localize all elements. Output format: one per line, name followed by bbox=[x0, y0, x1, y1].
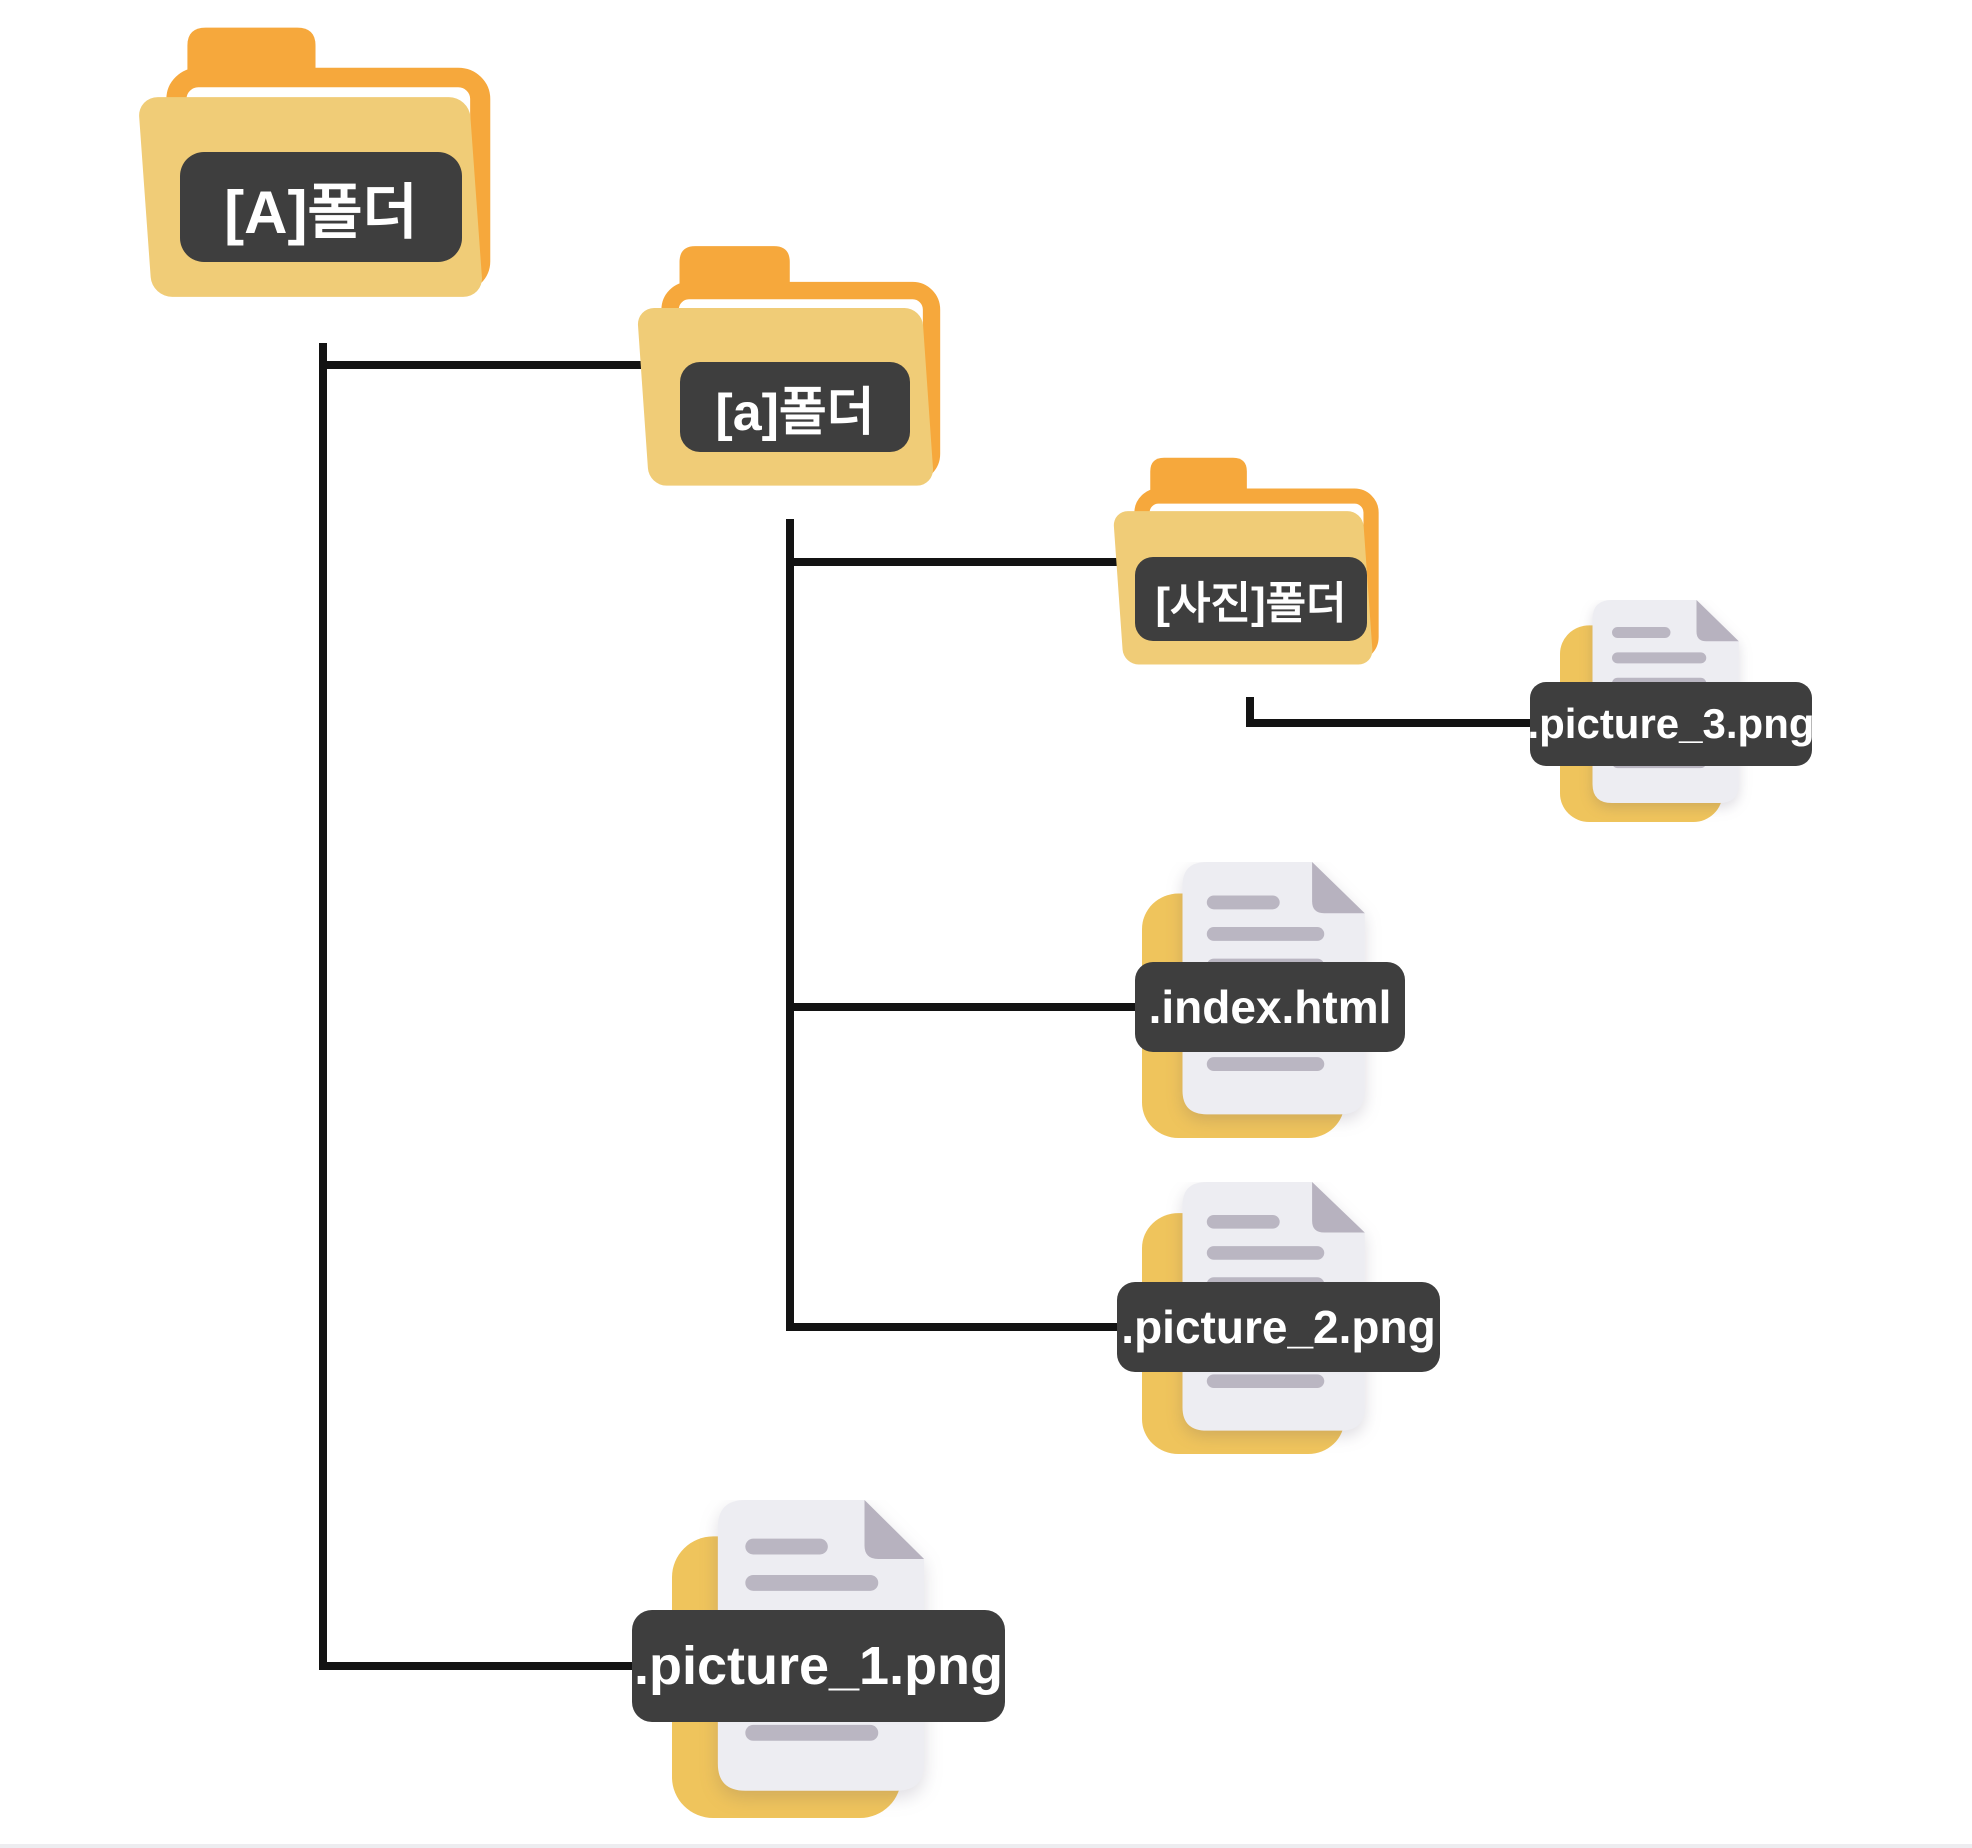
node-file-picture-1: .picture_1.png bbox=[632, 1500, 1005, 1818]
file-label: .picture_1.png bbox=[632, 1610, 1005, 1722]
node-file-index-html: .index.html bbox=[1135, 862, 1405, 1138]
canvas-bottom-edge bbox=[0, 1844, 1972, 1848]
file-label: .index.html bbox=[1135, 962, 1405, 1052]
folder-label: [사진]폴더 bbox=[1135, 557, 1367, 641]
folder-label: [a]폴더 bbox=[680, 362, 910, 452]
tree-connector-to-index-html bbox=[786, 1003, 1137, 1011]
folder-label: [A]폴더 bbox=[180, 152, 462, 262]
node-folder-a: [a]폴더 bbox=[637, 243, 952, 492]
tree-connector-folder-a-vertical bbox=[786, 519, 794, 1331]
tree-connector-to-picture-1 bbox=[319, 1662, 636, 1670]
node-file-picture-2: .picture_2.png bbox=[1117, 1182, 1440, 1454]
tree-connector-root-vertical bbox=[319, 343, 327, 1670]
tree-connector-to-folder-a bbox=[319, 361, 641, 369]
file-label: .picture_2.png bbox=[1117, 1282, 1440, 1372]
node-file-picture-3: .picture_3.png bbox=[1527, 600, 1815, 822]
file-label: .picture_3.png bbox=[1527, 682, 1815, 766]
tree-connector-photo-vertical bbox=[1246, 697, 1254, 727]
tree-connector-to-photo-folder bbox=[786, 558, 1137, 566]
node-folder-photo: [사진]폴더 bbox=[1113, 455, 1389, 670]
node-folder-A: [A]폴더 bbox=[138, 24, 504, 304]
tree-connector-to-picture-2 bbox=[786, 1323, 1119, 1331]
tree-connector-to-picture-3 bbox=[1246, 719, 1534, 727]
